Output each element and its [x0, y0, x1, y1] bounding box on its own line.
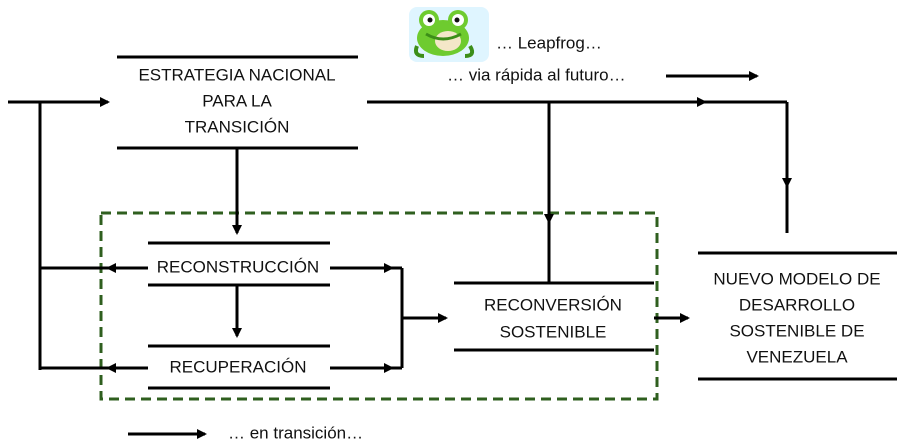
reconstruction-node: RECONSTRUCCIÓN: [148, 241, 330, 287]
reconversion-label-line-2: SOSTENIBLE: [500, 322, 607, 341]
strategy-node: ESTRATEGIA NACIONAL PARA LA TRANSICIÓN: [117, 55, 358, 150]
fast-track-label: … via rápida al futuro…: [447, 65, 626, 84]
recovery-node: RECUPERACIÓN: [148, 344, 330, 390]
reconstruction-label: RECONSTRUCCIÓN: [157, 257, 319, 276]
strategy-label-line-1: ESTRATEGIA NACIONAL: [138, 65, 335, 84]
legend-label: … en transición…: [228, 423, 363, 442]
reconversion-node: RECONVERSIÓN SOSTENIBLE: [454, 281, 654, 352]
flow-connectors: [8, 71, 792, 439]
leapfrog-label: … Leapfrog…: [496, 33, 602, 52]
strategy-label-line-2: PARA LA: [202, 91, 272, 110]
new-model-label-line-2: DESARROLLO: [739, 295, 855, 314]
reconversion-label-line-1: RECONVERSIÓN: [484, 295, 622, 314]
new-model-label-line-1: NUEVO MODELO DE: [713, 269, 880, 288]
transition-zone-box: [99, 211, 659, 401]
recovery-label: RECUPERACIÓN: [170, 357, 307, 376]
new-model-label-line-3: SOSTENIBLE DE: [729, 321, 864, 340]
frog-icon: [409, 7, 489, 62]
strategy-label-line-3: TRANSICIÓN: [185, 117, 290, 136]
new-model-node: NUEVO MODELO DE DESARROLLO SOSTENIBLE DE…: [698, 251, 897, 381]
new-model-label-line-4: VENEZUELA: [746, 347, 848, 366]
